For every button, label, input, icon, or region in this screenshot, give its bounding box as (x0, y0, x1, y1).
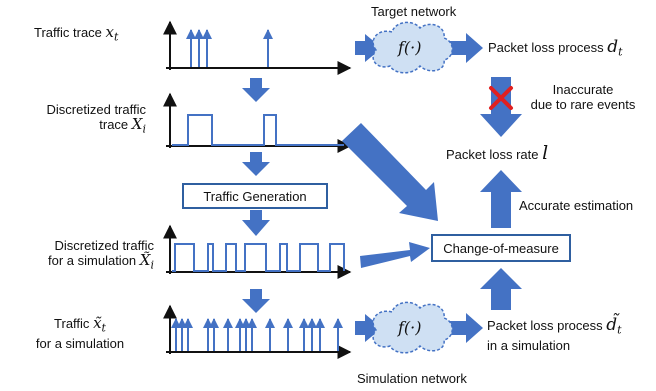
waveform-discretized-sim (172, 243, 345, 272)
axes-traffic-trace (163, 20, 352, 75)
pulses-traffic-trace (186, 29, 273, 67)
arrow-down-4 (242, 289, 270, 313)
discretized-sim-label: Discretized traffic for a simulation X̃i (48, 238, 154, 272)
arrow-right-trace-to-cloud (355, 34, 382, 62)
change-of-measure-box: Change-of-measure (431, 234, 571, 262)
packet-loss-rate-label: Packet loss rate l (446, 142, 549, 164)
traffic-sim-label: Traffic x̃t for a simulation (35, 314, 125, 351)
cloud-function-bottom: f(·) (398, 318, 422, 337)
red-x-icon (489, 86, 513, 110)
axes-discretized-trace (163, 92, 352, 153)
cloud-icon (372, 301, 453, 354)
arrow-down-inaccurate (480, 77, 522, 137)
arrow-right-cloud-to-loss (448, 33, 483, 63)
cloud-icon (372, 21, 453, 74)
pulses-traffic-sim (171, 318, 343, 351)
target-network-label: Target network (371, 4, 457, 19)
packet-loss-process-label: Packet loss process dt (488, 37, 623, 59)
arrow-up-from-sim (480, 268, 522, 310)
traffic-generation-box: Traffic Generation (182, 183, 328, 209)
axes-traffic-sim (163, 304, 352, 359)
waveform-discretized-trace (172, 114, 344, 146)
simulation-network-label: Simulation network (357, 371, 467, 386)
traffic-trace-label: Traffic trace xt (34, 23, 119, 44)
arrow-up-accurate (480, 170, 522, 228)
arrow-sim-to-change-of-measure (360, 242, 430, 268)
arrow-down-3 (242, 210, 270, 236)
arrow-diag-to-change-of-measure (342, 123, 438, 221)
inaccurate-label: Inaccurate due to rare events (530, 82, 636, 112)
arrow-down-2 (242, 152, 270, 176)
arrow-down-1 (242, 78, 270, 102)
cloud-function-top: f(·) (398, 38, 422, 57)
arrow-right-cloud-to-loss-sim (448, 313, 483, 343)
accurate-estimation-label: Accurate estimation (519, 198, 634, 213)
discretized-trace-label: Discretized traffic trace Xi (46, 102, 146, 136)
arrow-right-sim-to-cloud (355, 314, 382, 342)
packet-loss-sim-label: Packet loss process d̃t in a simulation (487, 315, 622, 353)
